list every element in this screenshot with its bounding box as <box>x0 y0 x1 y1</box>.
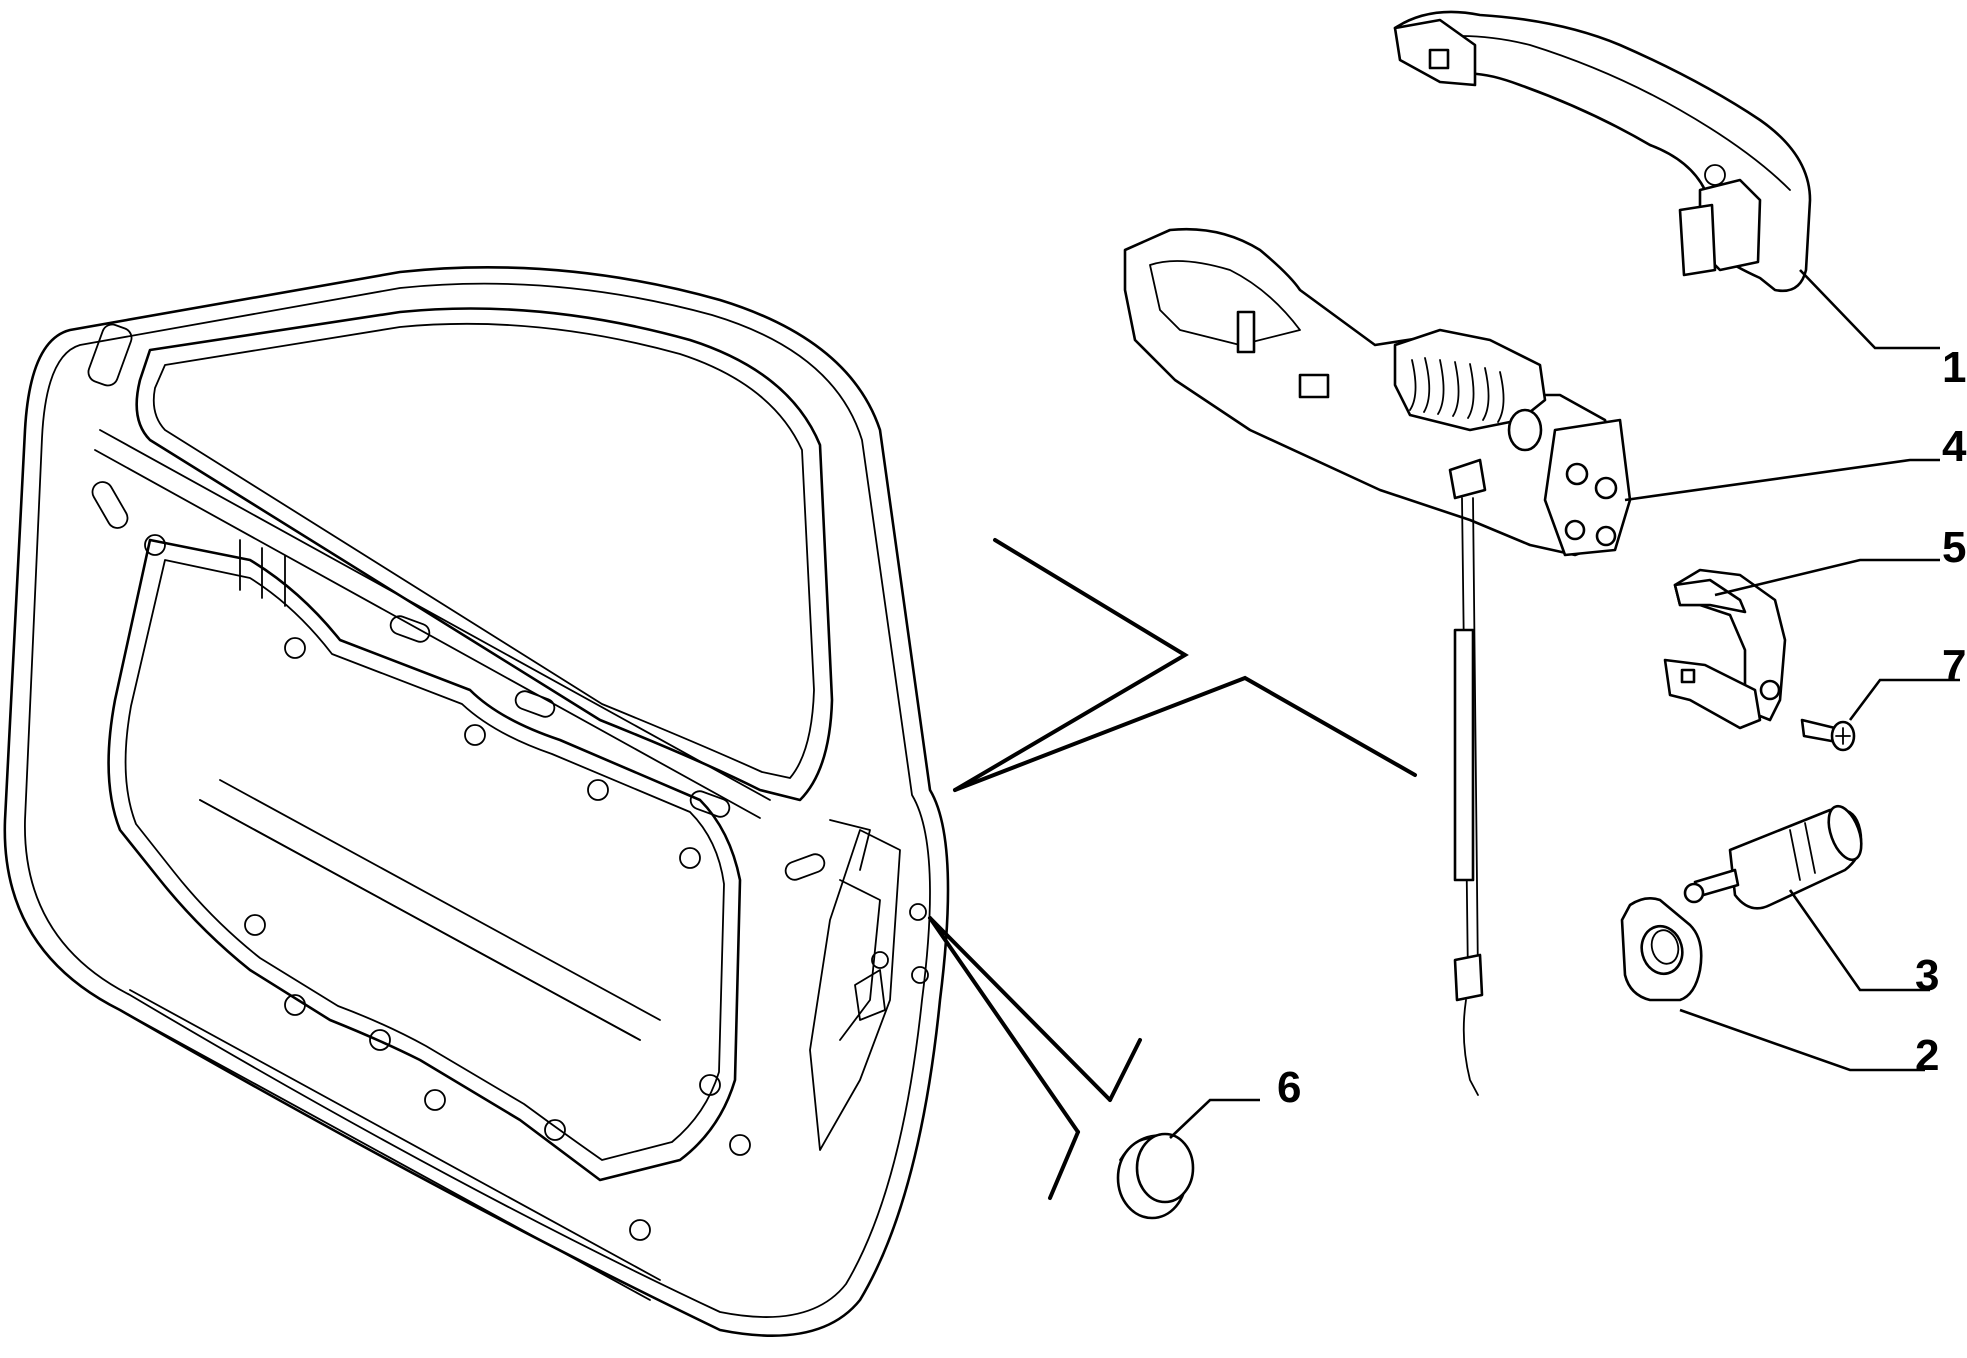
callout-labels: 1 4 5 7 3 2 6 <box>1277 343 1967 1112</box>
exterior-door-handle <box>1393 10 1812 293</box>
explode-guide-lines <box>928 538 1417 1200</box>
callout-1: 1 <box>1942 343 1966 392</box>
callout-2: 2 <box>1915 1031 1939 1080</box>
leader-lines <box>1169 269 1960 1139</box>
door-panel <box>3 266 950 1337</box>
callout-7: 7 <box>1942 641 1966 690</box>
callout-5: 5 <box>1942 523 1966 572</box>
callout-4: 4 <box>1942 422 1967 471</box>
cylinder-gasket <box>1620 897 1703 1002</box>
handle-bracket <box>1663 568 1787 730</box>
grommet-plug <box>1116 1132 1195 1220</box>
spring-coils <box>1409 357 1543 452</box>
door-lock-module <box>1123 227 1632 1096</box>
lock-cylinder <box>1683 804 1863 910</box>
screw <box>1800 718 1856 752</box>
callout-6: 6 <box>1277 1063 1301 1112</box>
callout-3: 3 <box>1915 951 1939 1000</box>
